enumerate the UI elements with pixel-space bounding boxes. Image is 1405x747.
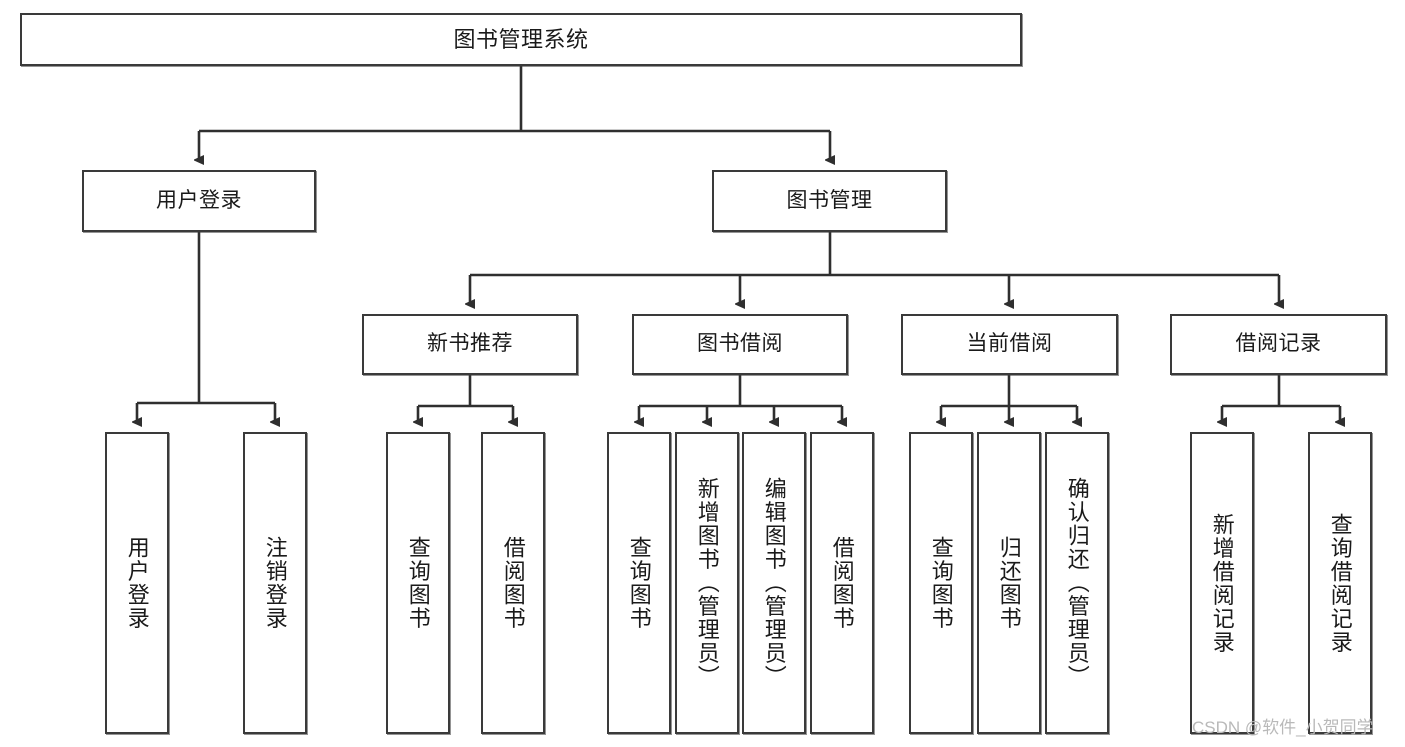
leaf-book-borrow-add[interactable]: 新增图书（管理员） xyxy=(675,432,739,734)
node-book-management[interactable]: 图书管理 xyxy=(712,170,947,232)
leaf-label: 新增借阅记录 xyxy=(1209,512,1235,654)
leaf-new-book-query[interactable]: 查询图书 xyxy=(386,432,450,734)
node-root[interactable]: 图书管理系统 xyxy=(20,13,1022,66)
leaf-label: 编辑图书（管理员） xyxy=(761,477,787,689)
leaf-label: 用户登录 xyxy=(124,536,150,630)
leaf-borrow-record-query[interactable]: 查询借阅记录 xyxy=(1308,432,1372,734)
leaf-label: 查询图书 xyxy=(928,536,954,630)
node-book-borrow[interactable]: 图书借阅 xyxy=(632,314,848,375)
watermark: CSDN @软件_小贺同学 xyxy=(1192,718,1374,737)
node-book-management-label: 图书管理 xyxy=(786,188,873,212)
leaf-user-login-logout[interactable]: 注销登录 xyxy=(243,432,307,734)
node-current-borrow-label: 当前借阅 xyxy=(966,332,1053,356)
node-borrow-record[interactable]: 借阅记录 xyxy=(1170,314,1387,375)
leaf-book-borrow-borrow[interactable]: 借阅图书 xyxy=(810,432,874,734)
leaf-label: 借阅图书 xyxy=(500,536,526,630)
leaf-label: 归还图书 xyxy=(996,536,1022,630)
leaf-user-login-login[interactable]: 用户登录 xyxy=(105,432,169,734)
leaf-label: 新增图书（管理员） xyxy=(694,477,720,689)
leaf-book-borrow-edit[interactable]: 编辑图书（管理员） xyxy=(742,432,806,734)
leaf-borrow-record-add[interactable]: 新增借阅记录 xyxy=(1190,432,1254,734)
node-new-book-recommend-label: 新书推荐 xyxy=(427,332,513,356)
leaf-current-borrow-return[interactable]: 归还图书 xyxy=(977,432,1041,734)
node-root-label: 图书管理系统 xyxy=(453,26,589,52)
leaf-label: 借阅图书 xyxy=(829,536,855,630)
leaf-label: 查询图书 xyxy=(405,536,431,630)
node-new-book-recommend[interactable]: 新书推荐 xyxy=(362,314,578,375)
node-user-login[interactable]: 用户登录 xyxy=(82,170,316,232)
leaf-label: 查询借阅记录 xyxy=(1327,512,1353,654)
node-current-borrow[interactable]: 当前借阅 xyxy=(901,314,1118,375)
node-user-login-label: 用户登录 xyxy=(156,188,242,212)
leaf-new-book-borrow[interactable]: 借阅图书 xyxy=(481,432,545,734)
node-book-borrow-label: 图书借阅 xyxy=(697,332,783,356)
leaf-book-borrow-query[interactable]: 查询图书 xyxy=(607,432,671,734)
leaf-label: 注销登录 xyxy=(262,536,288,630)
leaf-label: 确认归还（管理员） xyxy=(1064,477,1090,689)
leaf-current-borrow-confirm-return[interactable]: 确认归还（管理员） xyxy=(1045,432,1109,734)
leaf-label: 查询图书 xyxy=(626,536,652,630)
leaf-current-borrow-query[interactable]: 查询图书 xyxy=(909,432,973,734)
node-borrow-record-label: 借阅记录 xyxy=(1235,332,1322,356)
